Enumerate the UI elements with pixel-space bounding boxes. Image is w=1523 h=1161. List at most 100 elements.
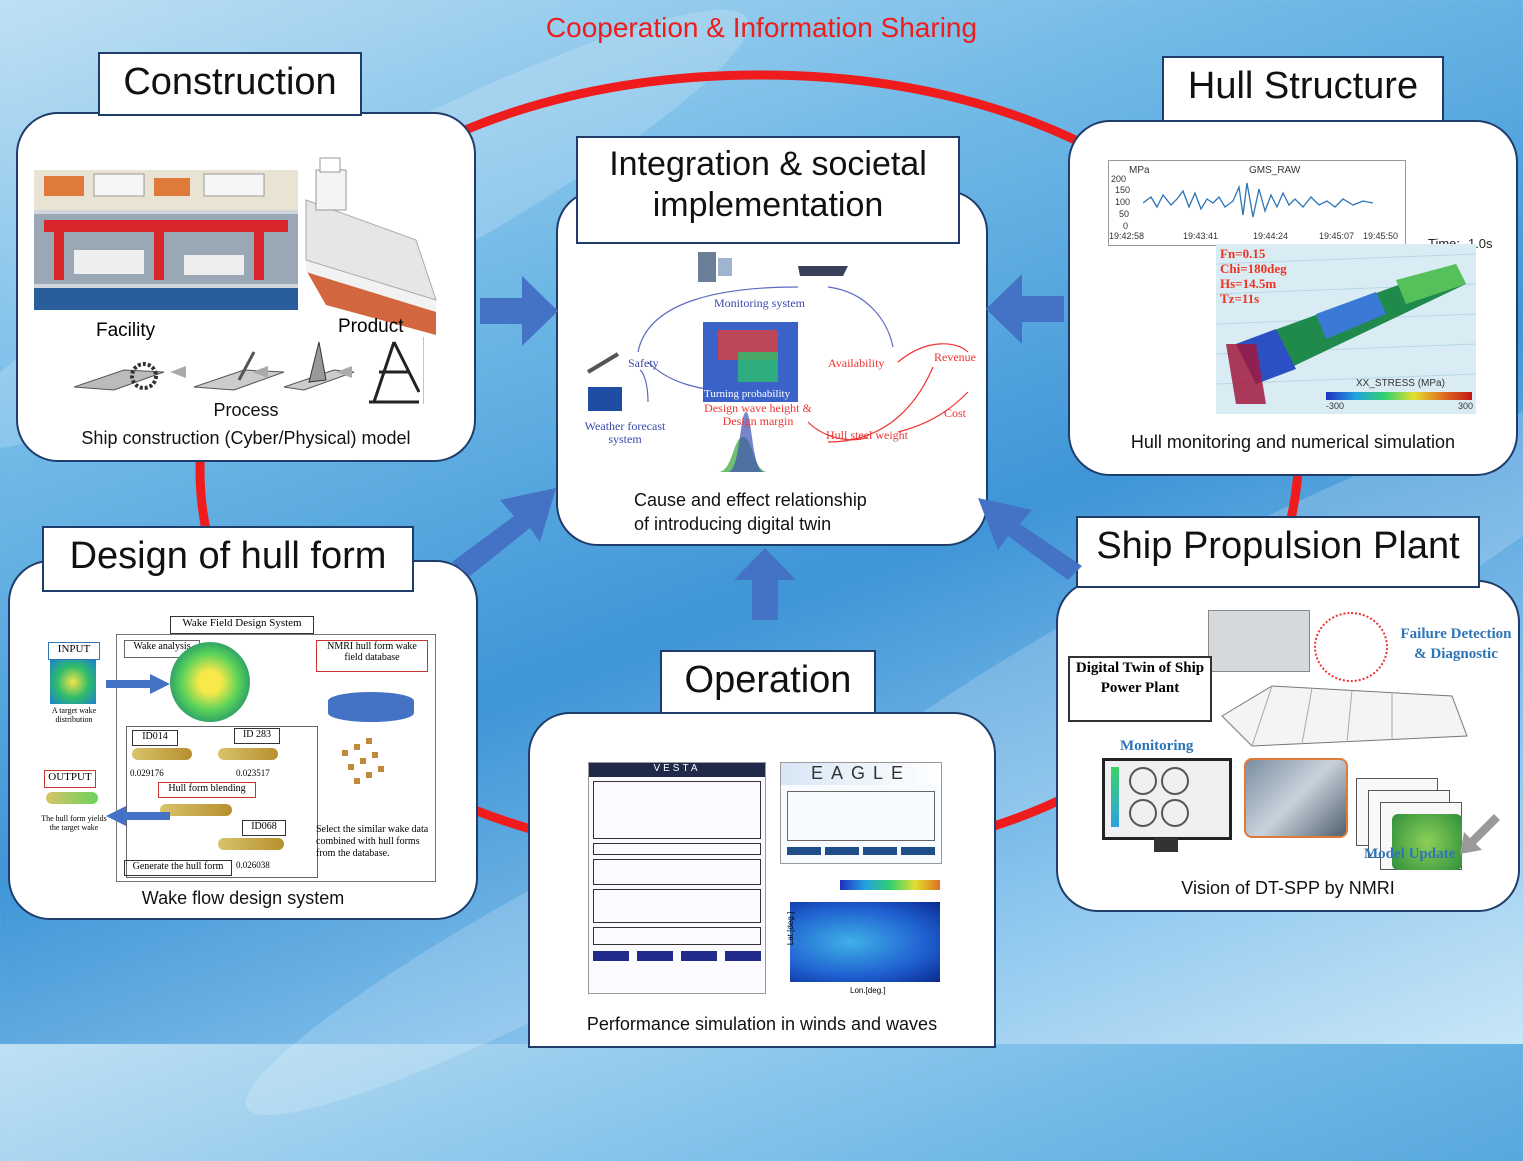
stress-tick-6: 300 [1458,401,1474,411]
generate-label: Generate the hull form [124,860,232,876]
id-068: ID068 [242,820,286,836]
construction-caption: Ship construction (Cyber/Physical) model [81,428,411,448]
eagle-button[interactable] [901,847,935,855]
arrow-propulsion-to-integration [978,498,1082,580]
vesta-button[interactable] [681,951,717,961]
vesta-button[interactable] [637,951,673,961]
integration-caption-1: Cause and effect relationship [634,490,867,510]
monitoring-screen [1102,758,1232,840]
hull-structure-label: Hull Structure [1162,56,1444,122]
wake-disc-image [170,642,250,722]
cooperation-title: Cooperation & Information Sharing [545,12,978,43]
propulsion-caption: Vision of DT-SPP by NMRI [1181,878,1395,898]
node-safety: Safety [628,356,659,370]
val-068: 0.026038 [236,860,270,870]
x-tick-3: 19:45:07 [1319,231,1355,241]
hull-014-image [132,748,192,760]
eagle-button[interactable] [787,847,821,855]
node-hull-steel: Hull steel weight [826,428,908,442]
sim-param-fn: Fn=0.15 [1220,246,1266,261]
sim-params: Fn=0.15 Chi=180deg Hs=14.5m Tz=11s [1220,246,1287,306]
blend-frame [126,726,318,878]
arrow-hullform-to-integration [452,488,556,576]
hull-form-label: Design of hull form [42,526,414,592]
sim-param-chi: Chi=180deg [1220,261,1287,276]
output-hull-image [46,792,98,804]
system-title: Wake Field Design System [170,616,314,634]
stress-label: XX_STRESS (MPa) [1356,378,1445,389]
screen-gauge [1161,799,1189,827]
unit-label: MPa [1129,165,1150,176]
y-tick-1: 150 [1115,185,1131,195]
screen-gauge [1161,767,1189,795]
map-ylabel: Lat.[deg.] [786,911,796,946]
propulsion-label: Ship Propulsion Plant [1076,516,1480,588]
system-frame [116,634,436,882]
process-flow-image [74,337,424,404]
wake-database-grid [342,738,384,784]
stress-tick-0: -300 [1326,401,1345,411]
sim-param-hs: Hs=14.5m [1220,276,1277,291]
control-room-image [1208,610,1310,672]
eagle-title: EAGLE [781,763,941,785]
product-label: Product [338,316,404,337]
propulsion-panel: Failure Detection & Diagnostic Digital T… [1056,580,1520,912]
node-weather: Weather forecast system [584,419,666,446]
y-tick-0: 200 [1111,174,1127,184]
hull-068-image [218,838,284,850]
hull-structure-caption: Hull monitoring and numerical simulation [1130,432,1456,452]
eagle-button[interactable] [825,847,859,855]
hull-form-panel: Wake Field Design System INPUT A target … [8,560,478,920]
hull-form-caption: Wake flow design system [141,888,345,908]
facility-label: Facility [96,320,156,341]
input-desc: A target wake distribution [51,706,97,724]
digital-twin-label: Digital Twin of Ship Power Plant [1068,656,1212,722]
operation-label: Operation [660,650,876,714]
x-tick-0: 19:42:58 [1109,231,1145,241]
input-label: INPUT [48,642,100,660]
hull-structure-panel: MPa GMS_RAW 200 150 100 50 0 19:42:58 19… [1068,120,1518,476]
eagle-button[interactable] [863,847,897,855]
val-283: 0.023517 [236,768,270,778]
vesta-button[interactable] [593,951,629,961]
stress-colorbar [1326,392,1472,400]
vesta-section-1 [593,781,761,839]
failure-label: Failure Detection & Diagnostic [1400,626,1512,662]
output-desc: The hull form yields the target wake [41,814,107,832]
screen-gauge [1129,799,1157,827]
gms-raw-line [1143,182,1374,218]
product-ship-image [305,157,437,335]
integration-label: Integration & societal implementation [576,136,960,244]
input-arrow [106,674,170,694]
database-cylinder [328,692,414,722]
id-014: ID014 [132,730,178,746]
eagle-window: EAGLE [780,762,942,864]
monitor-stand [1154,838,1178,852]
construction-panel: Facility Product Process Ship constructi… [16,112,476,462]
node-turning: Turning probability [704,388,791,400]
vesta-button[interactable] [725,951,761,961]
cause-effect-diagram [586,252,969,472]
construction-label: Construction [98,52,362,116]
node-revenue: Revenue [934,350,976,364]
chart-title: GMS_RAW [1249,165,1301,176]
vesta-section-3 [593,859,761,885]
arrow-construction-to-integration [480,276,558,346]
vesta-window: VESTA [588,762,766,994]
screen-bar [1111,767,1119,827]
sim-param-tz: Tz=11s [1220,291,1260,306]
arrow-hull-to-integration [986,274,1064,344]
target-wake-image [50,660,96,704]
model-update-label: Model Update [1364,846,1456,862]
x-tick-1: 19:43:41 [1183,231,1219,241]
id-283: ID 283 [234,728,280,744]
ship-wireframe [1221,685,1468,747]
vesta-section-4 [593,889,761,923]
node-cost: Cost [944,406,967,420]
eagle-items [787,791,935,841]
vesta-section-2 [593,843,761,855]
node-monitoring: Monitoring system [714,296,806,310]
facility-image [34,170,298,310]
wave-map: Lat.[deg.] Lon.[deg.] [780,874,950,996]
operation-panel: VESTA EAGLE Lat.[deg.] Lon.[deg.] Perfor… [528,712,996,1048]
